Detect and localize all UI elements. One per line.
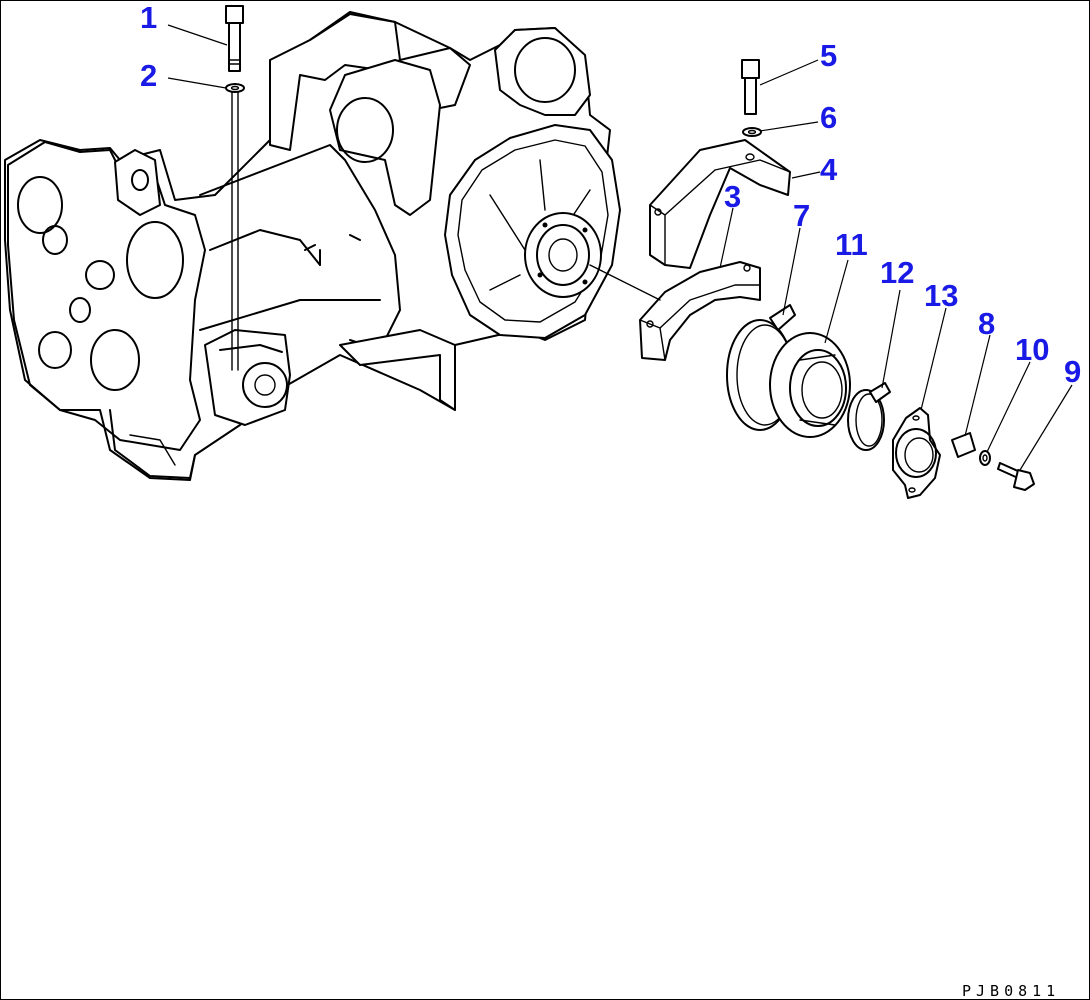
callout-10: 10 [1015, 332, 1049, 367]
callout-1: 1 [140, 0, 157, 35]
part-6-washer [742, 127, 762, 137]
part-13-retainer [892, 407, 941, 499]
callout-8: 8 [978, 306, 995, 341]
callout-6: 6 [820, 100, 837, 135]
part-10-washer [979, 450, 991, 466]
part-1-bolt [225, 5, 244, 72]
callout-5: 5 [820, 38, 837, 73]
callout-2: 2 [140, 58, 157, 93]
transmission-housing [4, 11, 621, 481]
shaft-axis-line [589, 264, 661, 301]
leader-lines [167, 24, 1073, 471]
part-11-seal [769, 332, 851, 438]
callout-4: 4 [820, 152, 838, 187]
callout-9: 9 [1064, 354, 1081, 389]
part-8-plate [951, 432, 976, 458]
part-2-washer [225, 83, 245, 93]
part-12-clamp [847, 382, 891, 451]
callout-7: 7 [793, 198, 810, 233]
drawing-code: PJB0811 [962, 982, 1060, 1000]
callout-3: 3 [724, 179, 741, 214]
part-5-bolt [741, 59, 760, 115]
callout-labels: 1 2 3 4 5 6 7 8 9 10 11 12 13 [140, 0, 1081, 389]
callout-11: 11 [835, 227, 868, 262]
install-line-1-2 [231, 91, 239, 371]
part-9-bolt [997, 462, 1035, 491]
callout-13: 13 [924, 278, 958, 313]
callout-12: 12 [880, 255, 914, 290]
part-3-cap [639, 261, 761, 361]
part-4-cover [649, 139, 791, 269]
